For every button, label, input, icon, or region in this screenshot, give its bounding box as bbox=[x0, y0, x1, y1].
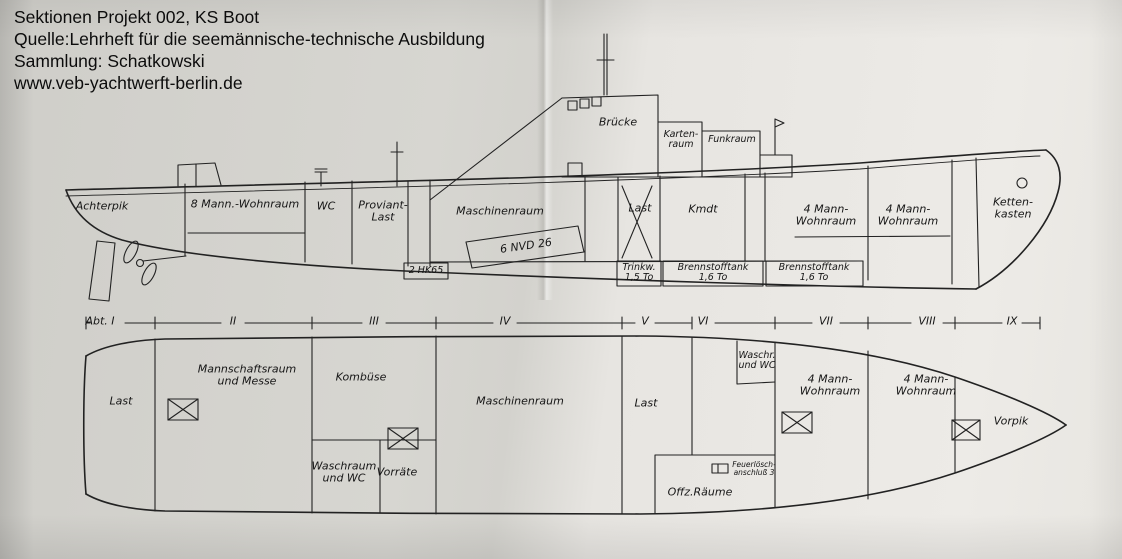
label-kmdt: Kmdt bbox=[688, 202, 718, 216]
label-4-mann-wohnraum-vorn: 4 Mann- Wohnraum bbox=[877, 202, 939, 227]
side-elevation bbox=[65, 33, 1061, 302]
aux-engine-box bbox=[403, 262, 449, 280]
label-vorraete: Vorräte bbox=[376, 465, 418, 479]
caption-line-1: Sektionen Projekt 002, KS Boot bbox=[14, 7, 260, 27]
propeller bbox=[123, 240, 187, 286]
fire-connection-icon bbox=[711, 463, 729, 474]
label-last-side: Last bbox=[628, 201, 652, 215]
bridge-window-icon bbox=[579, 98, 590, 109]
section-ruler bbox=[85, 316, 1041, 330]
deck-plan bbox=[82, 335, 1067, 515]
label-funkraum: Funkraum bbox=[708, 134, 756, 145]
caption-block: Sektionen Projekt 002, KS Boot Quelle:Le… bbox=[14, 6, 485, 94]
hatch-x-mark bbox=[781, 411, 813, 434]
section-label-9: IX bbox=[1006, 314, 1018, 328]
aft-deckhouse bbox=[177, 162, 222, 187]
label-trinkwasser-tank: Trinkw. 1,5 To bbox=[622, 262, 656, 283]
bridge-window-icon bbox=[591, 96, 602, 107]
label-bruecke: Brücke bbox=[598, 115, 638, 129]
section-label-5: V bbox=[641, 314, 649, 328]
section-label-1: Abt. I bbox=[85, 314, 115, 328]
label-proviant-last: Proviant- Last bbox=[358, 198, 408, 223]
caption-line-3: Sammlung: Schatkowski bbox=[14, 51, 205, 71]
section-label-6: VI bbox=[697, 314, 709, 328]
label-offiziersraeume: Offz.Räume bbox=[667, 485, 733, 499]
section-label-3: III bbox=[369, 314, 379, 328]
label-waschr-wc-vorn: Waschr. und WC bbox=[738, 350, 776, 371]
main-mast bbox=[596, 33, 615, 96]
rudder bbox=[88, 240, 116, 302]
section-label-8: VIII bbox=[918, 314, 936, 328]
label-wc: WC bbox=[316, 199, 336, 213]
foremast bbox=[390, 141, 404, 187]
label-feuerloeschanschluss: Feuerlösch- anschluß 3 bbox=[732, 460, 776, 477]
section-label-2: II bbox=[229, 314, 237, 328]
label-4-mann-wohnraum-achtern: 4 Mann- Wohnraum bbox=[795, 202, 857, 227]
bridge-window-icon bbox=[567, 100, 578, 111]
label-last-achtern-plan: Last bbox=[109, 394, 133, 408]
label-8-mann-wohnraum: 8 Mann.-Wohnraum bbox=[190, 197, 300, 211]
label-kombuese: Kombüse bbox=[335, 370, 387, 384]
label-maschinenraum-plan: Maschinenraum bbox=[476, 394, 564, 408]
label-brennstofftank-1: Brennstofftank 1,6 To bbox=[677, 262, 749, 283]
caption-line-2: Quelle:Lehrheft für die seemännische-tec… bbox=[14, 29, 485, 49]
label-aux-engine: 2 HK65 bbox=[408, 265, 444, 276]
label-kettenkasten: Ketten- kasten bbox=[993, 195, 1033, 220]
caption-line-4: www.veb-yachtwerft-berlin.de bbox=[14, 73, 243, 93]
label-last-mitte-plan: Last bbox=[634, 396, 658, 410]
label-vorpik: Vorpik bbox=[993, 414, 1029, 428]
fuel-tank-box-2 bbox=[765, 260, 864, 287]
vent bbox=[314, 168, 328, 187]
bridge-outline bbox=[561, 94, 659, 178]
hatch-x-mark bbox=[387, 427, 419, 450]
engine-outline bbox=[465, 225, 585, 269]
label-kartenraum: Karten- raum bbox=[663, 129, 699, 150]
label-4-mann-wohnraum-plan-b: 4 Mann- Wohnraum bbox=[895, 372, 957, 397]
section-label-4: IV bbox=[499, 314, 511, 328]
freshwater-tank-box bbox=[616, 260, 662, 287]
hawse-hole-icon bbox=[1016, 177, 1028, 189]
label-achterpik: Achterpik bbox=[75, 199, 129, 213]
label-brennstofftank-2: Brennstofftank 1,6 To bbox=[778, 262, 850, 283]
aft-mast bbox=[774, 118, 785, 156]
label-waschraum-wc: Waschraum und WC bbox=[311, 459, 377, 484]
hatch-x-mark bbox=[951, 419, 981, 441]
label-mannschaftsraum: Mannschaftsraum und Messe bbox=[197, 362, 297, 387]
section-label-7: VII bbox=[818, 314, 834, 328]
fuel-tank-box-1 bbox=[662, 260, 764, 287]
label-4-mann-wohnraum-plan-a: 4 Mann- Wohnraum bbox=[799, 372, 861, 397]
hatch-x-mark bbox=[167, 398, 199, 421]
label-maschinenraum-side: Maschinenraum bbox=[456, 204, 544, 218]
